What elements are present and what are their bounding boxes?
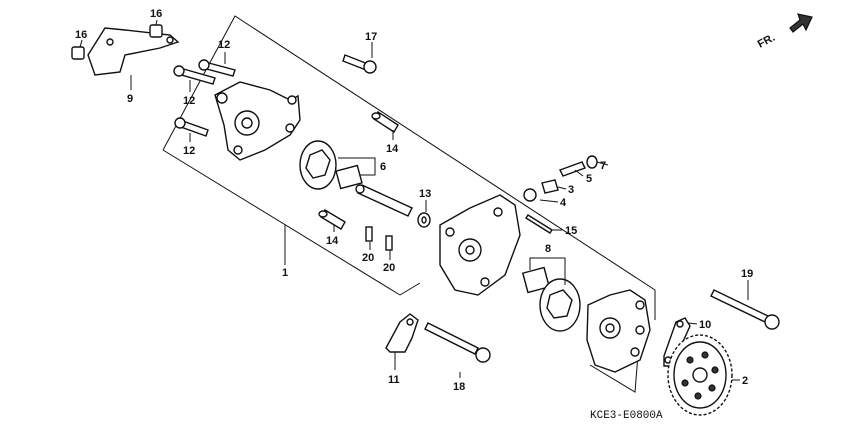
callout-16: 16 bbox=[150, 8, 162, 20]
cotter-pin-part bbox=[525, 214, 553, 234]
callout-9: 9 bbox=[127, 93, 133, 105]
callout-16: 16 bbox=[75, 29, 87, 41]
callout-18: 18 bbox=[453, 381, 465, 393]
callout-20: 20 bbox=[383, 262, 395, 274]
callout-labels: 1 2 3 4 5 6 7 8 9 10 11 12 12 12 13 14 1… bbox=[75, 8, 753, 393]
callout-2: 2 bbox=[742, 375, 748, 387]
washer-part bbox=[417, 212, 431, 228]
assembly-outline bbox=[162, 15, 656, 393]
callout-8: 8 bbox=[545, 243, 551, 255]
pump-cover-part bbox=[214, 81, 301, 161]
callout-12: 12 bbox=[183, 145, 195, 157]
bolt-part bbox=[424, 322, 491, 363]
callout-11: 11 bbox=[388, 374, 400, 386]
shaft-part bbox=[355, 184, 413, 217]
callout-7: 7 bbox=[600, 160, 606, 172]
callout-4: 4 bbox=[560, 197, 567, 209]
pump-housing-part bbox=[586, 289, 651, 373]
sprocket-part bbox=[667, 334, 733, 416]
callout-19: 19 bbox=[741, 268, 753, 280]
bracket-part bbox=[385, 313, 419, 353]
lock-plate-part bbox=[663, 317, 691, 367]
callout-12: 12 bbox=[218, 39, 230, 51]
callout-13: 13 bbox=[419, 188, 431, 200]
callout-12: 12 bbox=[183, 95, 195, 107]
relief-valve-part bbox=[523, 155, 598, 202]
callout-3: 3 bbox=[568, 184, 574, 196]
leader-lines bbox=[79, 19, 749, 381]
rotor-set-part bbox=[521, 266, 581, 332]
callout-1: 1 bbox=[282, 267, 288, 279]
callout-14: 14 bbox=[386, 143, 399, 155]
rotor-set-part bbox=[299, 140, 363, 190]
callout-17: 17 bbox=[365, 31, 377, 43]
callout-15: 15 bbox=[565, 225, 577, 237]
callout-10: 10 bbox=[699, 319, 711, 331]
dowel-pin-part bbox=[318, 111, 399, 230]
callout-6: 6 bbox=[380, 161, 386, 173]
bolt-part bbox=[342, 54, 377, 74]
pin-part bbox=[365, 226, 393, 251]
bolt-part bbox=[710, 289, 780, 330]
front-direction-marker: FR. bbox=[756, 13, 813, 51]
callout-14: 14 bbox=[326, 235, 339, 247]
bolt-part bbox=[173, 59, 236, 137]
callout-20: 20 bbox=[362, 252, 374, 264]
bracket-part bbox=[71, 24, 180, 76]
pump-body-part bbox=[439, 194, 521, 296]
front-label: FR. bbox=[756, 32, 777, 51]
callout-5: 5 bbox=[586, 173, 592, 185]
diagram-code: KCE3-E0800A bbox=[590, 410, 663, 422]
